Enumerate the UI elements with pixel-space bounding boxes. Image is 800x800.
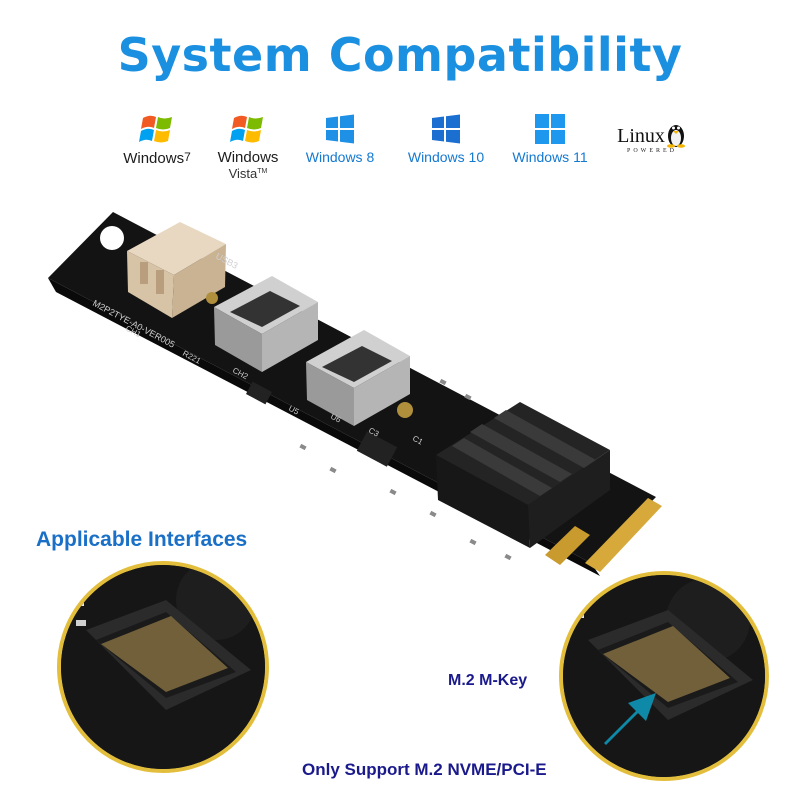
arrow-icon (604, 693, 656, 745)
os-windows-7: Windows7 (112, 112, 202, 192)
os-version: Vista (228, 166, 258, 181)
windows-logo-icon (326, 114, 354, 144)
os-name: Linux (617, 125, 665, 147)
windows-flag-icon (139, 115, 172, 143)
os-name: Windows (217, 149, 279, 166)
heatsink (436, 402, 610, 548)
os-linux: Linux POWERED (604, 120, 700, 200)
screw-notch (100, 226, 124, 250)
os-windows-11: Windows 11 (504, 112, 596, 192)
windows-flag-icon (230, 115, 263, 143)
trademark: TM (257, 168, 268, 175)
m2-slot-photo-right (559, 571, 769, 781)
os-name: Windows (123, 150, 185, 167)
usb-header (306, 330, 410, 426)
os-windows-10: Windows 10 (400, 112, 492, 192)
chip (246, 381, 272, 405)
m2-mkey-label: M.2 M-Key (448, 672, 528, 689)
support-label: Only Support M.2 NVME/PCI-E (302, 760, 547, 779)
os-version: 7 (184, 150, 191, 164)
m2-slot-photo-left (57, 561, 269, 773)
silkscreen-c3: C3 (367, 426, 381, 439)
os-name: Windows 10 (407, 149, 485, 165)
silkscreen-u6: U6 (329, 412, 343, 425)
screw (397, 402, 413, 418)
os-sub: POWERED (627, 148, 677, 154)
windows-logo-icon (432, 114, 460, 144)
silkscreen-u5: U5 (287, 404, 301, 417)
windows-logo-icon (535, 114, 565, 144)
gold-fingers (585, 498, 662, 572)
os-name: Windows 11 (512, 149, 588, 165)
page-title: System Compatibility (117, 28, 683, 82)
os-windows-8: Windows 8 (295, 112, 385, 192)
applicable-interfaces-label: Applicable Interfaces (36, 528, 248, 551)
tux-penguin-icon (666, 125, 685, 148)
silkscreen-c1: C1 (411, 434, 425, 447)
controller-chip (356, 431, 398, 467)
screw (206, 292, 218, 304)
power-connector (127, 222, 226, 318)
usb-header (214, 276, 318, 372)
os-name: Windows 8 (305, 149, 375, 165)
os-windows-vista: Windows VistaTM (208, 112, 288, 192)
